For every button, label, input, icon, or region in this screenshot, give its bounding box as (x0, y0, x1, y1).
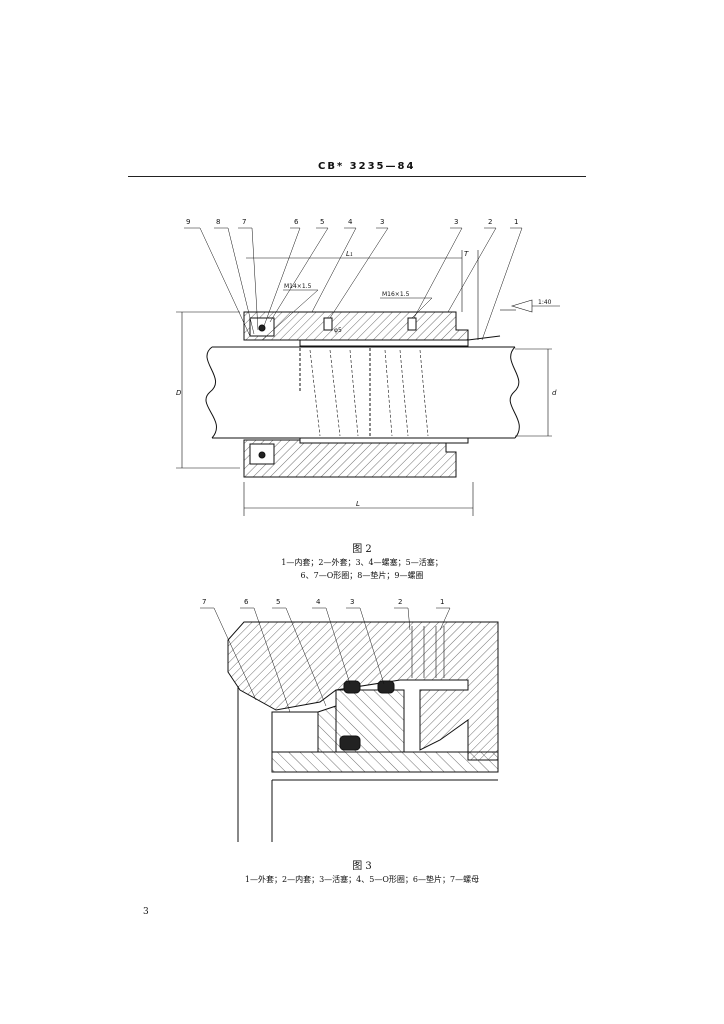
figure-3-legend: 1—外套；2—内套；3—活塞；4、5—O形圈；6—垫片；7—螺母 (244, 875, 480, 884)
fig3-callout-5: 5 (276, 598, 280, 606)
figure-3-drawing (200, 607, 499, 842)
fig2-callout-9: 9 (186, 218, 190, 226)
fig3-callout-7: 7 (202, 598, 206, 606)
thread-small: M14×1.5 (284, 283, 312, 290)
figure-2-legend-line1: 1—内套；2—外套；3、4—螺塞；5—活塞； (281, 558, 443, 567)
figure-2-drawing (176, 227, 560, 516)
hole-dia: φ5 (334, 327, 342, 334)
fig2-callout-1: 1 (514, 218, 518, 226)
page-number: 3 (143, 907, 149, 917)
taper-ratio: 1:40 (538, 299, 552, 306)
fig3-callout-4: 4 (316, 598, 321, 606)
fig3-callout-1: 1 (440, 598, 444, 606)
fig3-callout-6: 6 (244, 598, 249, 606)
fig2-callout-3a: 3 (380, 218, 384, 226)
dim-D: D (176, 389, 182, 397)
figure-3-title: 图 3 (352, 861, 372, 872)
fig2-callout-5: 5 (320, 218, 324, 226)
fig2-callout-7: 7 (242, 218, 246, 226)
header-rule (128, 176, 586, 177)
fig3-callout-2: 2 (398, 598, 402, 606)
dim-T: T (464, 250, 469, 258)
fig3-callout-3: 3 (350, 598, 354, 606)
dim-L: L (356, 500, 360, 508)
fig2-callout-3b: 3 (454, 218, 458, 226)
fig2-callout-2: 2 (488, 218, 492, 226)
fig2-callout-6: 6 (294, 218, 299, 226)
dim-L1: L₁ (346, 250, 353, 258)
fig2-callout-8: 8 (216, 218, 220, 226)
thread-large: M16×1.5 (382, 291, 410, 298)
fig2-callout-4: 4 (348, 218, 353, 226)
page-header: CB* 3235—84 (318, 161, 416, 172)
figure-2-title: 图 2 (352, 544, 372, 555)
dim-d: d (552, 389, 557, 397)
figure-2-legend-line2: 6、7—O形圈；8—垫片；9—螺圈 (300, 571, 424, 580)
